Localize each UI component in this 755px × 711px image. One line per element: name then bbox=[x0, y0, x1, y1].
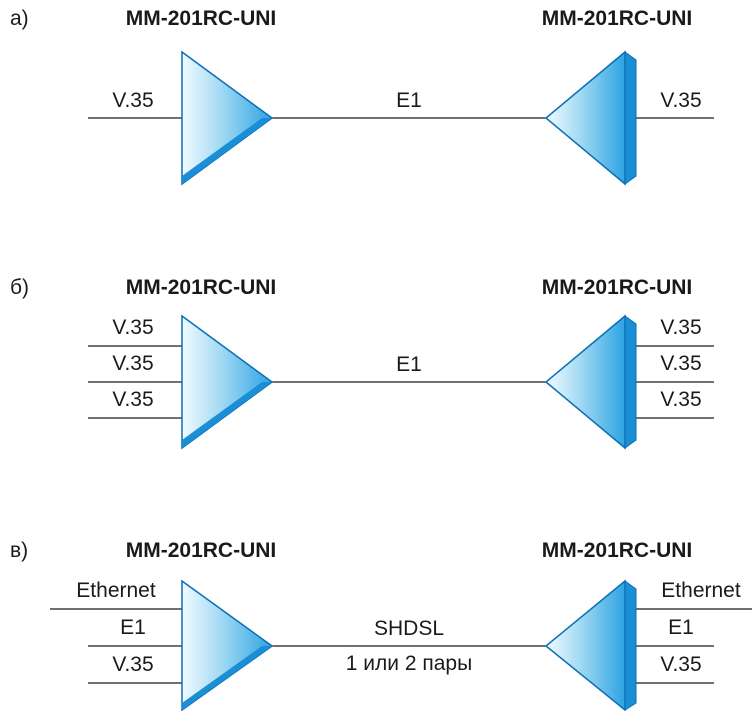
right-port-label: V.35 bbox=[660, 653, 701, 676]
right-device-title: MM-201RC-UNI bbox=[542, 276, 693, 299]
right-port-label: Ethernet bbox=[661, 579, 741, 602]
left-device-icon bbox=[181, 314, 274, 450]
link-label: E1 bbox=[396, 353, 422, 376]
right-port-label: V.35 bbox=[660, 316, 701, 339]
right-device-title: MM-201RC-UNI bbox=[542, 539, 693, 562]
link-label: SHDSL bbox=[374, 617, 444, 640]
link-label: E1 bbox=[396, 89, 422, 112]
left-port-label: V.35 bbox=[112, 352, 153, 375]
left-port-label: E1 bbox=[120, 616, 146, 639]
left-port-label: V.35 bbox=[112, 653, 153, 676]
left-device-title: MM-201RC-UNI bbox=[126, 7, 277, 30]
panel-letter: б) bbox=[10, 276, 29, 299]
left-device-title: MM-201RC-UNI bbox=[126, 276, 277, 299]
panel-letter: в) bbox=[10, 539, 28, 562]
right-device-title: MM-201RC-UNI bbox=[542, 7, 693, 30]
right-device-icon bbox=[544, 579, 637, 711]
right-port-label: E1 bbox=[668, 616, 694, 639]
left-device-icon bbox=[181, 50, 274, 186]
panel-letter: а) bbox=[10, 7, 29, 30]
panel-a: а) MM-201RC-UNI MM-201RC-UNI V.35 E1 V.3… bbox=[10, 7, 714, 186]
left-device-icon bbox=[181, 579, 274, 711]
link-sublabel: 1 или 2 пары bbox=[346, 652, 472, 675]
right-device-icon bbox=[544, 50, 637, 186]
left-port-label: V.35 bbox=[112, 388, 153, 411]
panel-c: в) MM-201RC-UNI MM-201RC-UNI Ethernet E1… bbox=[10, 539, 752, 711]
panel-b: б) MM-201RC-UNI MM-201RC-UNI V.35 V.35 V… bbox=[10, 276, 714, 450]
left-port-label: V.35 bbox=[112, 89, 153, 112]
left-port-label: Ethernet bbox=[76, 579, 156, 602]
left-port-label: V.35 bbox=[112, 316, 153, 339]
right-device-icon bbox=[544, 314, 637, 450]
left-device-title: MM-201RC-UNI bbox=[126, 539, 277, 562]
right-port-label: V.35 bbox=[660, 388, 701, 411]
right-port-label: V.35 bbox=[660, 352, 701, 375]
right-port-label: V.35 bbox=[660, 89, 701, 112]
